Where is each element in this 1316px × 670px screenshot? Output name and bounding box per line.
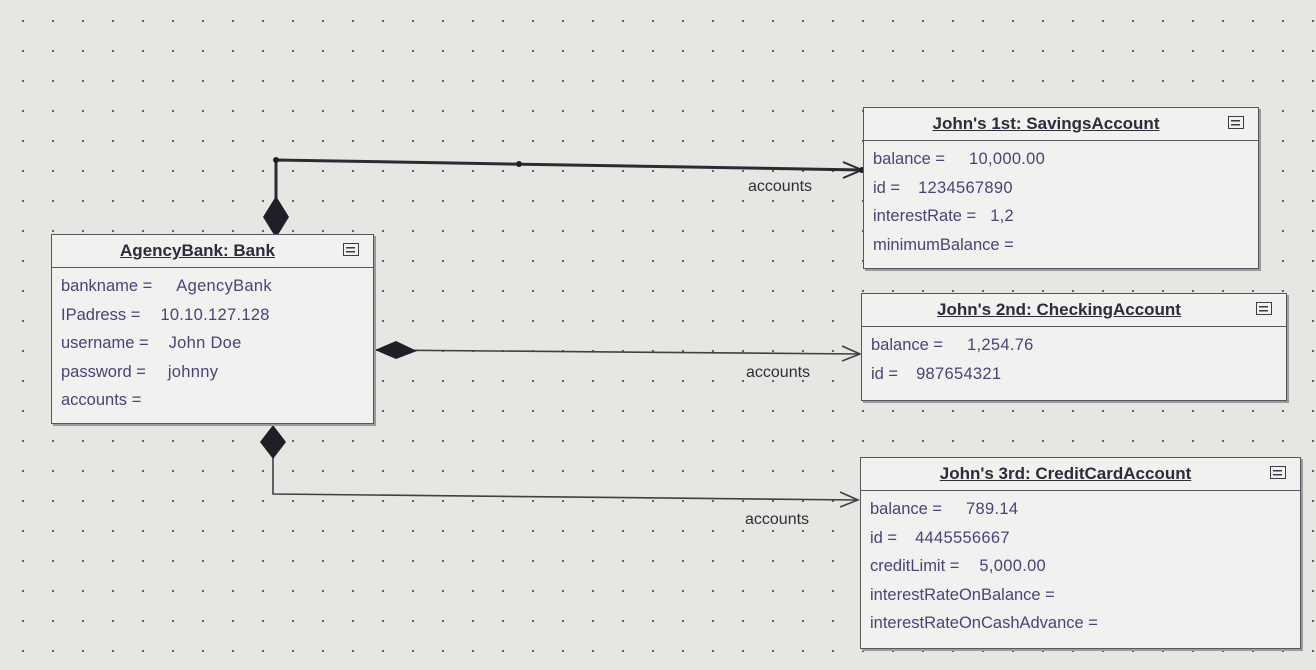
attribute-value: 4445556667 (915, 528, 1010, 547)
attribute-name: password = (61, 362, 146, 381)
object-header[interactable]: John's 3rd: CreditCardAccount (861, 458, 1300, 491)
attribute-name: balance = (871, 336, 944, 354)
composition-diamond-icon (263, 196, 289, 238)
bendpoint[interactable] (273, 157, 279, 163)
link-bank-checking[interactable] (372, 341, 863, 362)
role-label-credit[interactable]: accounts (745, 511, 810, 528)
object-credit-card-account[interactable]: John's 3rd: CreditCardAccount balance = 7… (860, 457, 1301, 649)
object-title: John's 2nd: CheckingAccount (937, 300, 1181, 319)
attribute-row[interactable]: creditLimit = 5,000.00 (870, 552, 1291, 581)
attribute-row[interactable]: accounts = (61, 386, 364, 415)
attribute-row[interactable]: username = John Doe (61, 329, 364, 358)
attribute-row[interactable]: minimumBalance = (873, 231, 1249, 260)
attribute-name: balance = (873, 150, 946, 168)
role-label-checking[interactable]: accounts (746, 364, 811, 381)
role-label-savings[interactable]: accounts (748, 178, 813, 195)
link-line (274, 158, 863, 236)
open-arrowhead-icon (841, 345, 863, 362)
composition-diamond-icon (260, 425, 286, 459)
collapse-compartment-icon[interactable] (343, 243, 359, 256)
attribute-row[interactable]: id = 4445556667 (870, 524, 1291, 553)
attribute-name: bankname = (61, 277, 153, 295)
object-header[interactable]: John's 1st: SavingsAccount (864, 108, 1258, 141)
attribute-row[interactable]: interestRateOnCashAdvance = (870, 609, 1291, 638)
attribute-value: AgencyBank (176, 277, 272, 295)
attribute-compartment: bankname = AgencyBank IPadress = 10.10.127… (52, 268, 373, 419)
attribute-row[interactable]: password = johnny (61, 358, 364, 387)
open-arrowhead-icon (839, 491, 861, 508)
attribute-name: accounts = (61, 391, 142, 409)
attribute-value: John Doe (168, 334, 242, 352)
attribute-name: id = (871, 364, 899, 383)
attribute-name: id = (870, 528, 898, 547)
attribute-row[interactable]: balance = 789.14 (870, 495, 1291, 524)
attribute-value: johnny (167, 362, 219, 381)
attribute-row[interactable]: id = 1234567890 (873, 174, 1249, 203)
link-bank-savings[interactable] (263, 157, 865, 238)
link-line (372, 349, 861, 355)
attribute-row[interactable]: interestRate = 1,2 (873, 202, 1249, 231)
attribute-row[interactable]: id = 987654321 (871, 360, 1277, 389)
attribute-row[interactable]: interestRateOnBalance = (870, 581, 1291, 610)
attribute-value: 5,000.00 (979, 557, 1047, 575)
object-savings-account[interactable]: John's 1st: SavingsAccount balance = 10,0… (863, 107, 1259, 269)
attribute-value: 10,000.00 (969, 150, 1046, 168)
attribute-name: creditLimit = (870, 557, 960, 575)
link-bank-credit[interactable] (260, 425, 861, 508)
attribute-name: id = (873, 178, 901, 197)
bendpoint[interactable] (516, 161, 522, 167)
attribute-name: username = (61, 334, 149, 352)
attribute-compartment: balance = 1,254.76 id = 987654321 (862, 327, 1286, 392)
composition-diamond-icon (375, 341, 417, 359)
object-header[interactable]: AgencyBank: Bank (52, 235, 373, 268)
attribute-value: 1,254.76 (967, 336, 1034, 354)
attribute-compartment: balance = 789.14 id = 4445556667 creditLim… (861, 491, 1300, 642)
attribute-row[interactable]: IPadress = 10.10.127.128 (61, 301, 364, 330)
attribute-value: 987654321 (916, 364, 1002, 383)
attribute-name: interestRateOnBalance = (870, 585, 1055, 604)
object-checking-account[interactable]: John's 2nd: CheckingAccount balance = 1,2… (861, 293, 1287, 401)
attribute-value: 1234567890 (918, 178, 1013, 197)
object-header[interactable]: John's 2nd: CheckingAccount (862, 294, 1286, 327)
attribute-name: balance = (870, 500, 943, 518)
attribute-name: interestRate = (873, 207, 977, 225)
attribute-row[interactable]: balance = 10,000.00 (873, 145, 1249, 174)
link-line (272, 455, 859, 501)
object-title: AgencyBank: Bank (120, 241, 275, 260)
attribute-value: 1,2 (990, 207, 1015, 225)
attribute-row[interactable]: bankname = AgencyBank (61, 272, 364, 301)
collapse-compartment-icon[interactable] (1270, 466, 1286, 479)
object-title: John's 3rd: CreditCardAccount (939, 464, 1192, 483)
attribute-name: minimumBalance = (873, 235, 1014, 254)
attribute-row[interactable]: balance = 1,254.76 (871, 331, 1277, 360)
attribute-compartment: balance = 10,000.00 id = 1234567890 intere… (864, 141, 1258, 263)
collapse-compartment-icon[interactable] (1228, 116, 1244, 129)
object-bank[interactable]: AgencyBank: Bank bankname = AgencyBank IP… (51, 234, 374, 424)
object-title: John's 1st: SavingsAccount (932, 114, 1160, 133)
attribute-value: 10.10.127.128 (160, 305, 270, 324)
collapse-compartment-icon[interactable] (1256, 302, 1272, 315)
attribute-name: IPadress = (61, 305, 141, 324)
attribute-value: 789.14 (966, 500, 1019, 518)
attribute-name: interestRateOnCashAdvance = (870, 614, 1098, 632)
